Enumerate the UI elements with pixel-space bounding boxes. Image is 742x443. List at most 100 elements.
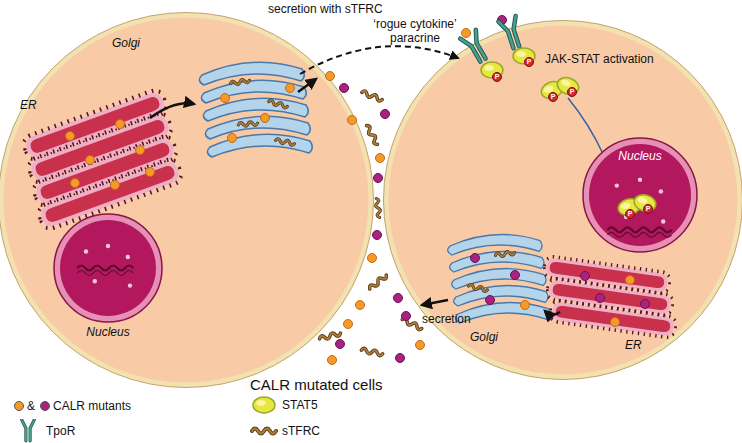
calr-dot: [86, 156, 95, 165]
calr-dot: [396, 354, 405, 363]
cell-membrane: [384, 21, 742, 380]
text-label: secretion with sTFRC: [268, 2, 383, 16]
calr-dot: [511, 271, 520, 280]
calr-dot: [356, 301, 365, 310]
text-label: CALR mutated cells: [250, 376, 383, 394]
text-label: ‘rogue cytokine’ paracrine: [365, 17, 465, 45]
cell-right: [386, 23, 740, 377]
nucleoplasm: [60, 220, 156, 316]
calr-dot: [286, 84, 295, 93]
calr-dot: [368, 254, 377, 263]
signal-line: [568, 98, 604, 156]
legend-text: sTFRC: [282, 424, 320, 438]
calr-dot: [136, 146, 145, 155]
calr-dot: [340, 84, 349, 93]
stfrc-chain: [361, 348, 383, 356]
phospho-label: P: [548, 92, 558, 102]
nucleolus-dot: [659, 189, 663, 193]
calr-dot: [381, 110, 390, 119]
legend-text: CALR mutants: [53, 399, 131, 413]
nucleolus-dot: [661, 219, 665, 223]
calr-dot: [376, 154, 385, 163]
nucleus-shape: [53, 213, 163, 323]
nucleolus-dot: [126, 255, 130, 259]
calr-dot: [111, 181, 120, 190]
paracrine-arrow: [300, 46, 458, 74]
legend-text: TpoR: [46, 424, 75, 438]
nucleoplasm: [589, 144, 691, 246]
calr-dot: [326, 72, 335, 81]
legend-sample: [14, 419, 42, 443]
nucleus-node: Nucleus: [53, 213, 163, 323]
stfrc-chain: [495, 251, 515, 258]
nucleolus-dot: [624, 215, 628, 219]
legend-sample: [250, 419, 278, 443]
legend-sample: [250, 393, 278, 417]
calr-dot: [261, 114, 270, 123]
phospho-label: P: [524, 57, 534, 67]
text-label: ER: [20, 98, 37, 112]
legend-swatch: [14, 401, 24, 411]
calr-dot: [611, 318, 620, 327]
nuclear-envelope: [583, 138, 697, 252]
legend-symbol: [252, 429, 276, 434]
calr-dot: [462, 29, 471, 38]
stfrc-chain: [268, 100, 288, 109]
legend-text: &: [27, 399, 35, 413]
text-label: secretion: [422, 312, 471, 326]
calr-dot: [336, 340, 345, 349]
phospho-label: P: [567, 87, 577, 97]
secretion-arrow: [422, 300, 448, 305]
transport-arrow: [150, 103, 194, 118]
phospho-label: P: [625, 209, 635, 219]
text-label: Golgi: [470, 330, 498, 344]
calr-dot: [471, 254, 480, 263]
tpor-receptor: [498, 16, 524, 50]
chromatin: [608, 227, 672, 232]
stat5-protein: [555, 75, 581, 98]
calr-dot: [641, 300, 650, 309]
calr-dot: [344, 320, 353, 329]
calr-dot: [402, 312, 411, 321]
nucleolus-dot: [106, 244, 110, 248]
calr-dot: [328, 356, 337, 365]
chromatin: [608, 232, 672, 237]
legend-swatch: [40, 401, 50, 411]
legend-text: STAT5: [282, 398, 318, 412]
er-cisterna: [549, 300, 677, 339]
stfrc-chain: [368, 273, 387, 290]
cell-membrane: [0, 13, 374, 388]
stfrc-chain: [238, 121, 257, 127]
text-label: ER: [625, 338, 642, 352]
stfrc-chain: [275, 138, 295, 145]
stat5-protein: [632, 192, 657, 213]
calr-dot: [416, 341, 425, 350]
legend-symbol: [22, 420, 35, 441]
text-label: Golgi: [112, 36, 140, 50]
cell-left: [1, 15, 371, 385]
stfrc-chain: [361, 90, 383, 102]
phospho-label: P: [492, 72, 502, 82]
golgi-cisterna: [207, 134, 312, 157]
nuclear-envelope: [54, 214, 162, 322]
nucleus-node: Nucleus: [582, 137, 698, 253]
nucleolus-dot: [128, 283, 132, 287]
calr-dot: [228, 134, 237, 143]
legend-symbol: [253, 397, 275, 413]
nucleus-label: Nucleus: [618, 149, 661, 163]
calr-dot: [394, 294, 403, 303]
calr-dot: [71, 179, 80, 188]
calr-dot: [626, 276, 635, 285]
calr-dot: [596, 294, 605, 303]
nucleus-label: Nucleus: [86, 325, 129, 339]
calr-dot: [221, 94, 230, 103]
calr-dot: [348, 116, 357, 125]
chromatin: [77, 266, 133, 271]
calr-dot: [486, 296, 495, 305]
calr-dot: [373, 231, 382, 240]
stfrc-chain: [468, 284, 488, 292]
text-label: JAK-STAT activation: [545, 52, 654, 66]
secretion-arrow: [298, 79, 316, 92]
stfrc-chain: [230, 78, 250, 85]
